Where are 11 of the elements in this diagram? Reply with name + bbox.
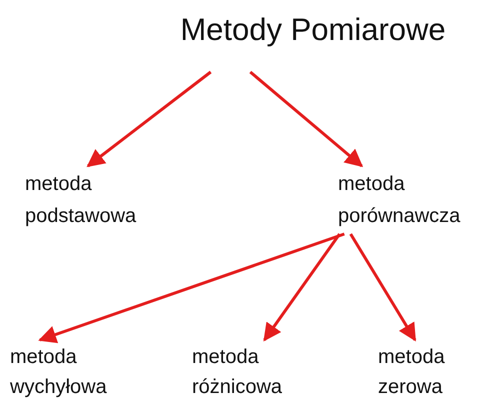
- node-label: metoda wychyłowa: [10, 345, 108, 400]
- arrow: [249, 70, 364, 168]
- node-label: metoda porównawcza: [338, 172, 462, 229]
- arrow: [86, 70, 212, 168]
- arrow: [263, 233, 341, 342]
- arrow: [38, 232, 345, 344]
- node-label: metoda zerowa: [378, 345, 446, 400]
- node-label: metoda różnicowa: [192, 345, 284, 400]
- arrow: [349, 233, 416, 342]
- heading-text: Metody Pomiarowe: [179, 11, 447, 49]
- node-label: metoda podstawowa: [25, 172, 138, 229]
